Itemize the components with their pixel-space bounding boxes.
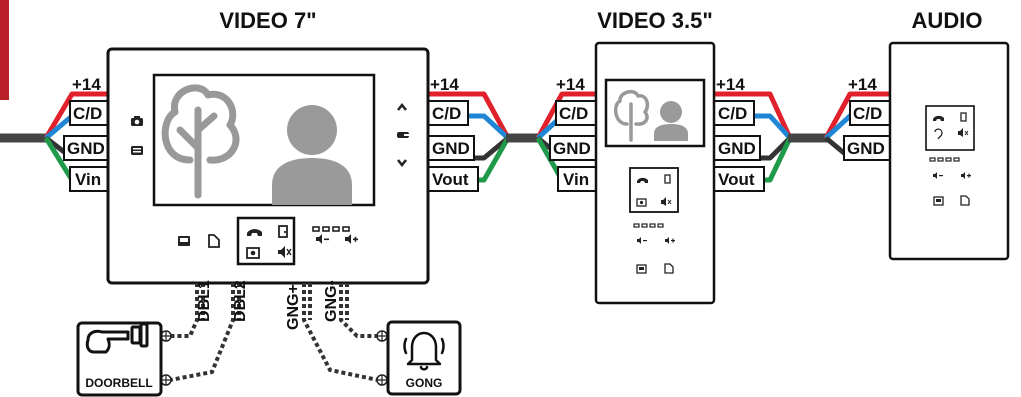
door-icon [664, 174, 671, 184]
key-icon [397, 132, 409, 138]
intercom-icon [933, 196, 944, 206]
camera-icon [131, 116, 143, 126]
wire-labels-video35-in: +14 C/D GND Vin [549, 75, 597, 192]
handset-icon [247, 229, 262, 236]
gong-device: GONG [386, 320, 462, 396]
label-cd: C/D [718, 104, 747, 123]
monitor-view-icon [636, 198, 647, 207]
wire-labels-audio-in: +14 C/D GND [843, 75, 891, 161]
handset-icon [933, 115, 944, 121]
title-audio: AUDIO [912, 8, 983, 33]
message-icon [131, 146, 143, 155]
door-icon [278, 225, 288, 238]
doorbell-push-icon [85, 322, 149, 354]
label-cd: C/D [432, 104, 461, 123]
volume-level-indicator [312, 226, 350, 232]
terminal-labels: DBL1 DBL2 GNG+ GNG- [196, 280, 340, 330]
wire-labels-video7-out: +14 C/D GND Vout [427, 75, 479, 192]
label-gnd: GND [432, 139, 470, 158]
tree-icon [161, 84, 240, 199]
door-icon [960, 112, 967, 122]
label-vin: Vin [563, 170, 589, 189]
label-cd: C/D [559, 104, 588, 123]
tree-icon [613, 89, 650, 142]
exit-icon [960, 195, 970, 206]
doorbell-device: DOORBELL [76, 321, 163, 397]
volume-down-icon [316, 234, 329, 244]
volume-up-icon [345, 234, 358, 244]
person-icon [272, 105, 352, 205]
label-cd: C/D [73, 104, 102, 123]
label-gong: GONG [406, 376, 443, 390]
connector-terminals [160, 330, 388, 386]
volume-down-icon [637, 237, 647, 244]
label-dbl1: DBL1 [196, 280, 213, 322]
mute-icon [278, 246, 292, 258]
label-plus14: +14 [430, 75, 459, 94]
label-gnd: GND [718, 139, 756, 158]
label-gnd: GND [67, 139, 105, 158]
terminal-wires [169, 283, 379, 382]
intercom-icon [636, 264, 647, 274]
wire-labels-video7-in: +14 C/D GND Vin [63, 75, 109, 192]
mute-icon [958, 128, 969, 137]
volume-up-icon [961, 172, 971, 179]
exit-icon [208, 234, 220, 248]
mute-icon [661, 197, 672, 206]
person-icon [654, 101, 688, 141]
control-cluster [925, 105, 975, 151]
ear-icon [934, 128, 943, 140]
volume-level-indicator [633, 223, 664, 228]
exit-icon [664, 263, 674, 274]
chevron-down-icon [397, 159, 407, 168]
bell-icon [403, 331, 445, 371]
title-video35: VIDEO 3.5" [597, 8, 713, 33]
chevron-up-icon [397, 102, 407, 111]
label-vout: Vout [718, 170, 755, 189]
volume-down-icon [933, 172, 943, 179]
label-plus14: +14 [72, 75, 101, 94]
label-gngplus: GNG+ [285, 284, 302, 330]
label-plus14: +14 [556, 75, 585, 94]
label-vin: Vin [75, 170, 101, 189]
label-cd: C/D [853, 104, 882, 123]
intercom-icon [178, 236, 190, 246]
wire-labels-video35-out: +14 C/D GND Vout [713, 75, 765, 192]
monitor-video7 [106, 47, 430, 285]
label-gngminus: GNG- [323, 280, 340, 322]
volume-level-indicator [929, 157, 960, 162]
label-gnd: GND [847, 139, 885, 158]
label-gnd: GND [553, 139, 591, 158]
label-plus14: +14 [716, 75, 745, 94]
label-vout: Vout [432, 170, 469, 189]
volume-up-icon [665, 237, 675, 244]
label-doorbell: DOORBELL [85, 376, 152, 390]
monitor-audio [888, 41, 1010, 261]
edge-accent [0, 0, 9, 100]
label-dbl2: DBL2 [232, 280, 249, 322]
monitor-video35 [594, 41, 716, 305]
label-plus14: +14 [848, 75, 877, 94]
handset-icon [637, 177, 648, 183]
title-video7: VIDEO 7" [219, 8, 316, 33]
monitor-view-icon [246, 247, 260, 259]
